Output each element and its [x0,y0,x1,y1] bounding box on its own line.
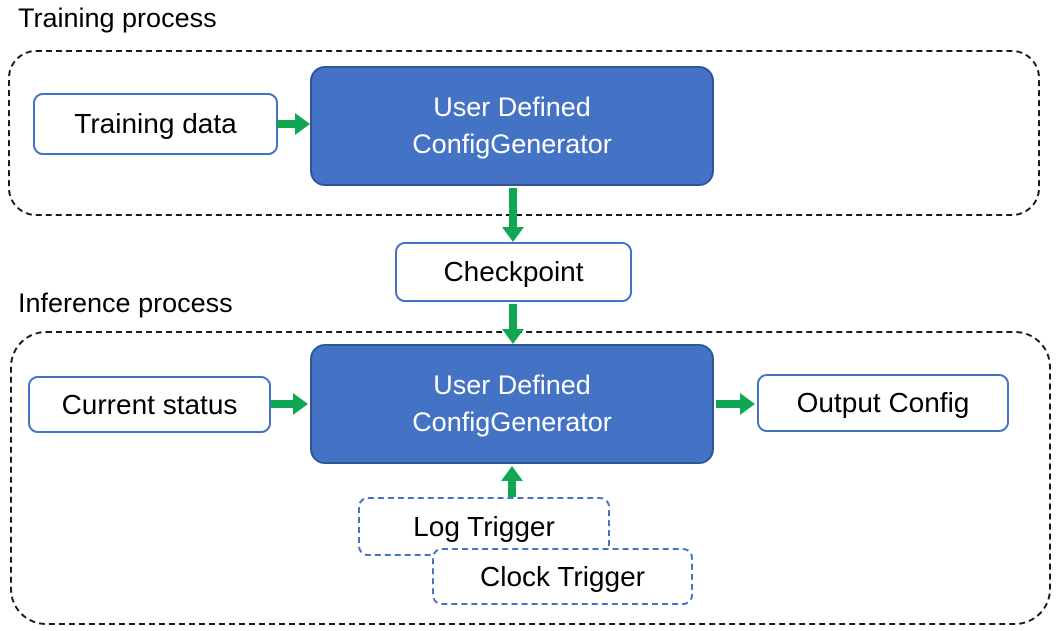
output-config-label: Output Config [796,387,970,418]
arrowhead-up-icon [501,466,523,481]
arrow-shaft [271,400,293,408]
checkpoint-label: Checkpoint [443,256,584,287]
current-status-node: Current status [28,376,271,433]
arrowhead-down-icon [502,329,524,344]
arrow-shaft [508,481,516,497]
training-process-label: Training process [18,3,217,33]
current-status-label: Current status [61,388,238,420]
output-config-node: Output Config [757,374,1009,432]
arrow-triggers-to-generator [501,466,523,497]
arrow-shaft [509,188,517,227]
config-generator-inference-node: User Defined ConfigGenerator [310,344,714,464]
checkpoint-node: Checkpoint [395,242,632,302]
training-data-node: Training data [33,93,278,155]
training-process-container [8,50,1040,216]
arrow-generator-to-output-config [716,393,755,415]
arrow-training-data-to-generator [277,113,310,135]
arrowhead-right-icon [740,393,755,415]
config-generator-inference-line2: ConfigGenerator [412,407,612,437]
arrow-generator-to-checkpoint [502,188,524,242]
log-trigger-label: Log Trigger [413,510,555,542]
arrow-shaft [277,120,295,128]
log-trigger-node: Log Trigger [358,497,610,556]
arrow-checkpoint-to-generator [502,304,524,344]
config-generator-training-node: User Defined ConfigGenerator [310,66,714,186]
config-generator-training-line2: ConfigGenerator [412,129,612,159]
inference-process-label: Inference process [18,288,233,318]
config-generator-training-line1: User Defined [433,92,591,122]
arrow-shaft [716,400,740,408]
arrowhead-right-icon [295,113,310,135]
arrow-current-status-to-generator [271,393,308,415]
training-data-label: Training data [74,108,237,139]
arrowhead-right-icon [293,393,308,415]
inference-process-container [10,331,1051,625]
arrow-shaft [509,304,517,329]
clock-trigger-node: Clock Trigger [432,548,693,605]
config-generator-inference-line1: User Defined [433,370,591,400]
arrowhead-down-icon [502,227,524,242]
clock-trigger-label: Clock Trigger [480,560,645,592]
